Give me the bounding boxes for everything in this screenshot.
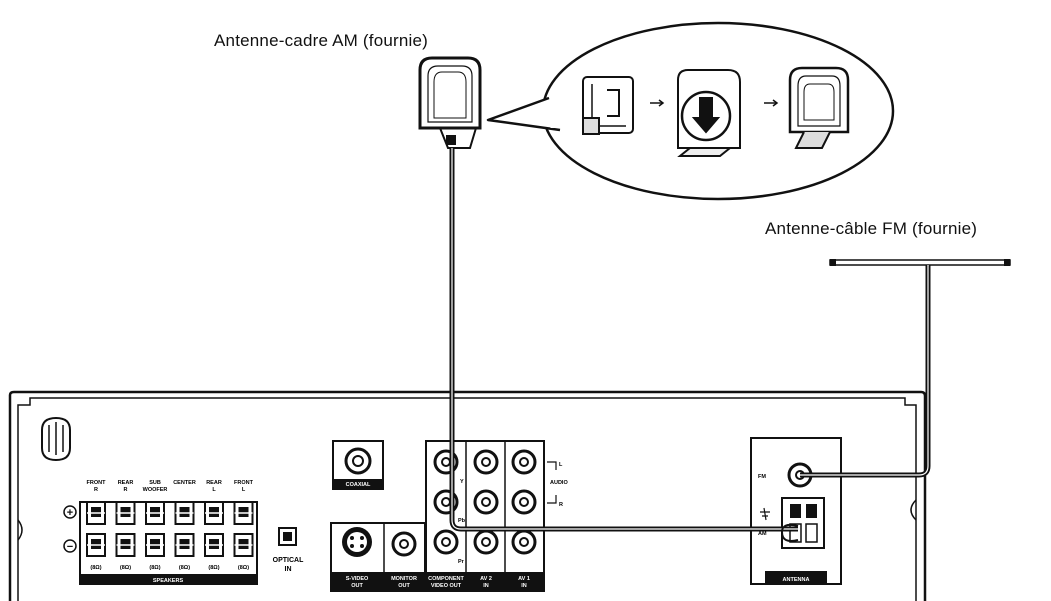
monitor-out-jack bbox=[391, 531, 417, 557]
monitor-label: MONITOR bbox=[391, 576, 417, 582]
svg-text:+: + bbox=[67, 507, 73, 519]
speakers-title: SPEAKERS bbox=[153, 578, 184, 584]
rca-jack bbox=[511, 529, 537, 555]
video-output-block: S-VIDEO OUT MONITOR OUT bbox=[330, 522, 426, 592]
s-video-out-jack bbox=[342, 527, 372, 557]
speaker-channel-label: REAR bbox=[206, 480, 222, 486]
rca-jack bbox=[473, 489, 499, 515]
speaker-terminal-4: CENTER (8Ω) bbox=[173, 480, 196, 571]
antenna-title: ANTENNA bbox=[783, 577, 810, 583]
pr-label: Pr bbox=[458, 559, 465, 565]
av1-label-2: IN bbox=[521, 583, 527, 589]
optical-label-2: IN bbox=[285, 566, 292, 573]
speaker-channel-label: REAR bbox=[118, 480, 134, 486]
am-loop-antenna bbox=[418, 56, 482, 149]
rca-jack bbox=[433, 529, 459, 555]
speaker-impedance-label: (8Ω) bbox=[149, 565, 160, 571]
audio-label: AUDIO bbox=[550, 480, 568, 486]
fm-label: FM bbox=[758, 474, 766, 480]
am-label: AM bbox=[758, 531, 767, 537]
speaker-impedance-label: (8Ω) bbox=[238, 565, 249, 571]
av2-label: AV 2 bbox=[480, 576, 492, 582]
s-video-label: S-VIDEO bbox=[346, 576, 369, 582]
optical-label: OPTICAL bbox=[273, 557, 304, 564]
speaker-channel-label: FRONT bbox=[234, 480, 254, 486]
fm-antenna-cable bbox=[800, 265, 931, 478]
audio-bracket bbox=[547, 461, 557, 504]
antenna-panel: ANTENNA FM AM bbox=[750, 437, 842, 585]
speaker-channel-label: FRONT bbox=[87, 480, 107, 486]
coaxial-in-jack: COAXIAL bbox=[332, 440, 384, 490]
speaker-impedance-label: (8Ω) bbox=[208, 565, 219, 571]
speaker-channel-label: CENTER bbox=[173, 480, 196, 486]
speaker-channel-sublabel: R bbox=[124, 487, 128, 493]
rca-jack bbox=[473, 449, 499, 475]
coaxial-label: COAXIAL bbox=[346, 482, 371, 488]
av2-label-2: IN bbox=[483, 583, 489, 589]
ground-icon bbox=[760, 507, 770, 521]
assembly-step-1-icon bbox=[582, 76, 634, 135]
svg-text:−: − bbox=[67, 541, 73, 553]
speaker-channel-sublabel: R bbox=[94, 487, 98, 493]
speaker-terminals: FRONTR(8Ω)REARR(8Ω)SUBWOOFER(8Ω)CENTER(8… bbox=[86, 480, 254, 571]
am-terminal bbox=[781, 497, 825, 549]
av1-label: AV 1 bbox=[518, 576, 530, 582]
fm-wire-antenna-caption: Antenne-câble FM (fournie) bbox=[765, 219, 978, 238]
speaker-plus-icon: + bbox=[63, 505, 77, 519]
y-label: Y bbox=[460, 479, 464, 485]
av-jacks bbox=[433, 449, 537, 555]
assembly-step-3-icon bbox=[788, 66, 850, 149]
speaker-impedance-label: (8Ω) bbox=[120, 565, 131, 571]
am-antenna-cable bbox=[449, 148, 799, 542]
speaker-channel-sublabel: L bbox=[212, 487, 216, 493]
speaker-impedance-label: (8Ω) bbox=[90, 565, 101, 571]
rca-jack bbox=[473, 529, 499, 555]
rca-jack bbox=[511, 449, 537, 475]
pb-label: Pb bbox=[458, 518, 466, 524]
am-loop-antenna-caption: Antenne-cadre AM (fournie) bbox=[214, 31, 429, 50]
monitor-label-2: OUT bbox=[398, 583, 410, 589]
speaker-channel-label: SUB bbox=[149, 480, 161, 486]
s-video-label-2: OUT bbox=[351, 583, 363, 589]
component-label: COMPONENT bbox=[428, 576, 464, 582]
audio-l-label: L bbox=[559, 462, 563, 468]
speaker-channel-sublabel: L bbox=[242, 487, 246, 493]
speaker-channel-sublabel: WOOFER bbox=[143, 487, 168, 493]
component-label-2: VIDEO OUT bbox=[431, 583, 462, 589]
speaker-impedance-label: (8Ω) bbox=[179, 565, 190, 571]
av-jack-grid bbox=[425, 440, 545, 592]
receiver-rear-panel bbox=[8, 390, 927, 601]
audio-r-label: R bbox=[559, 502, 563, 508]
assembly-step-2-icon bbox=[677, 69, 741, 157]
rca-jack bbox=[511, 489, 537, 515]
speaker-minus-icon: − bbox=[63, 539, 77, 553]
fm-wire-antenna bbox=[829, 259, 1011, 266]
assembly-callout bbox=[486, 21, 895, 201]
speaker-terminal-block: + − bbox=[63, 501, 258, 585]
optical-in-jack: OPTICAL IN bbox=[273, 527, 304, 573]
